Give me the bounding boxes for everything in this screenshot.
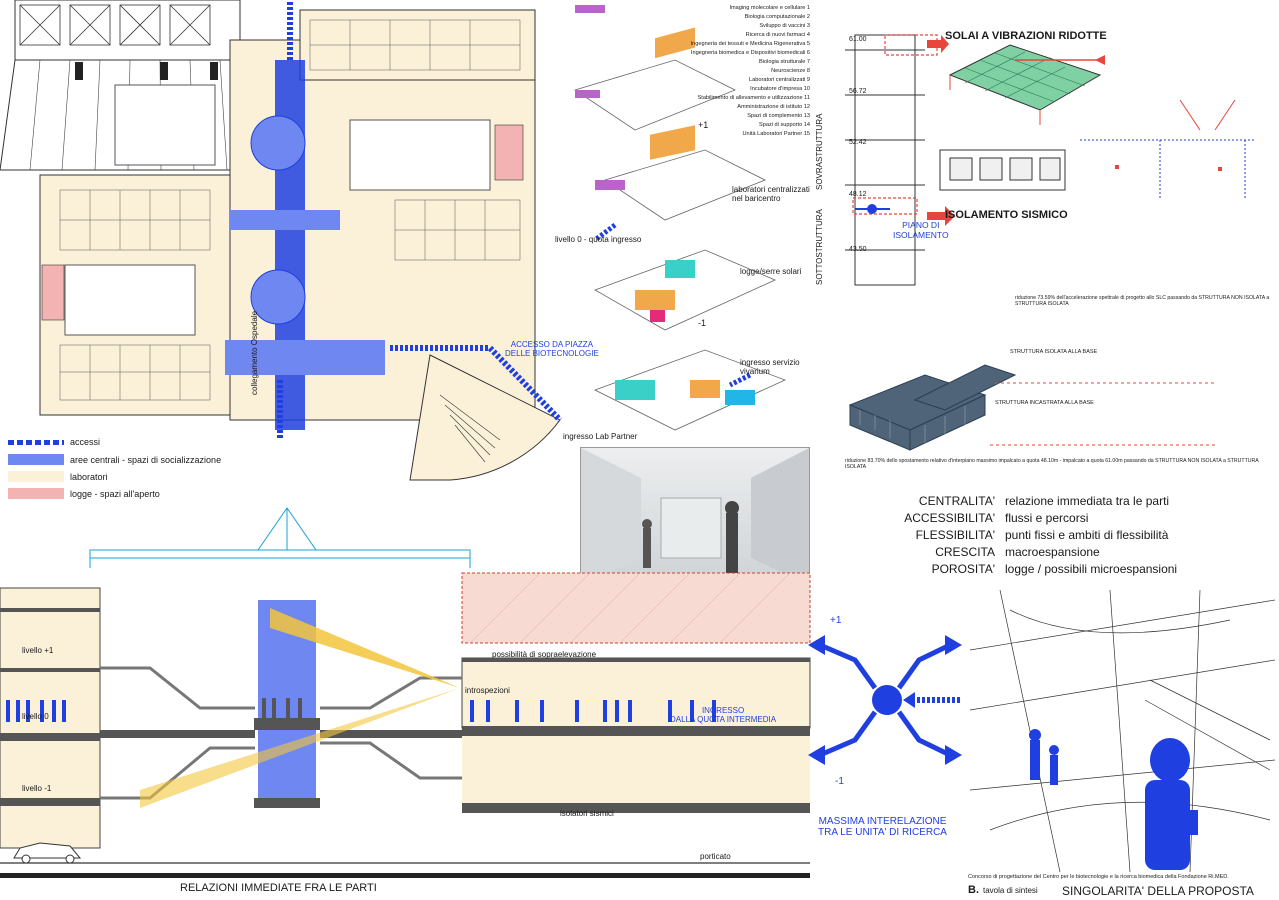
principle-description: macroespansione (1005, 545, 1100, 559)
program-item: Ingegneria biomedica e Dispositivi biome… (690, 50, 810, 56)
axo-lab-partner: ingresso Lab Partner (563, 432, 638, 441)
section-level-label: livello -1 (22, 784, 52, 793)
principle-description: relazione immediata tra le parti (1005, 494, 1170, 508)
seismic-title: ISOLAMENTO SISMICO (945, 209, 1068, 221)
legend-label: laboratori (70, 471, 108, 482)
elevation-mark: 61.00 (849, 36, 867, 43)
reduction-note-2: riduzione 83.70% dello spostamento relat… (845, 458, 1259, 470)
principle-description: punti fissi e ambiti di flessibilità (1005, 528, 1169, 542)
axo-vivarium: ingresso servizio vivarium (740, 358, 800, 376)
principle-description: flussi e percorsi (1005, 511, 1089, 525)
raise-label: possibilità di sopraelevazione (492, 650, 597, 659)
program-item: Biologia strutturale 7 (759, 59, 810, 65)
program-item: Laboratori centralizzati 9 (749, 77, 810, 83)
program-item: Biologia computazionale 2 (744, 14, 810, 20)
elevation-mark: 48.12 (849, 191, 867, 198)
axo-level-minus1: -1 (698, 318, 707, 328)
piazza-access-label: ACCESSO DA PIAZZA DELLE BIOTECNOLOGIE (505, 340, 599, 358)
section-caption: RELAZIONI IMMEDIATE FRA LE PARTI (180, 882, 377, 894)
structure-panel (815, 20, 1275, 490)
base-fixed-label: STRUTTURA INCASTRATA ALLA BASE (995, 400, 1094, 406)
legend-swatch (8, 471, 64, 482)
diagram-caption: MASSIMA INTERELAZIONE TRA LE UNITA' DI R… (818, 816, 947, 838)
legend-label: logge - spazi all'aperto (70, 488, 160, 499)
program-item: Spazi di supporto 14 (759, 122, 810, 128)
axo-level-plus1: +1 (698, 120, 709, 130)
section-level-label: livello +1 (22, 646, 54, 655)
isolation-plane-label: PIANO DI ISOLAMENTO (893, 220, 949, 240)
legend-item-labs: laboratori (8, 471, 108, 482)
program-item: Imaging molecolare e cellulare 1 (729, 5, 810, 11)
principle-keyword: POROSITA' (931, 562, 995, 576)
interior-render (580, 447, 810, 586)
legend-swatch (8, 488, 64, 499)
elevation-mark: 52.42 (849, 139, 867, 146)
slabs-title: SOLAI A VIBRAZIONI RIDOTTE (945, 30, 1107, 42)
legend-swatch (8, 454, 64, 465)
program-item: Ingegneria dei tessuti e Medicina Rigene… (690, 41, 810, 47)
structure-drawing (845, 34, 1255, 451)
principle-keyword: CENTRALITA' (918, 494, 995, 508)
isolators-label: isolatori sismici (560, 809, 614, 818)
program-item: Sviluppo di vaccini 3 (759, 23, 810, 29)
relation-diagram (805, 600, 970, 800)
sheet-title: SINGOLARITA' DELLA PROPOSTA (1062, 884, 1254, 898)
sheet-name: tavola di sintesi (983, 886, 1038, 895)
elevation-mark: 56.72 (849, 88, 867, 95)
building-section (0, 507, 811, 878)
axo-loggias: logge/serre solari (740, 267, 802, 276)
perspective-sketch (970, 590, 1275, 872)
diagram-plus1: +1 (830, 615, 842, 626)
program-item: Unità Laboratori Partner 15 (742, 131, 810, 137)
principle-keyword: CRESCITA (935, 545, 995, 559)
reduction-note-1: riduzione 73.59% dell'accelerazione spet… (1015, 295, 1270, 307)
program-item: Incubatore d'impresa 10 (750, 86, 810, 92)
legend-label: accessi (70, 437, 101, 447)
entrance-label: INGRESSO DALLA QUOTA INTERMEDIA (670, 706, 777, 724)
principle-keyword: FLESSIBILITA' (915, 528, 995, 542)
elevation-mark: 43.50 (849, 246, 867, 253)
relation-diagram-drawing (808, 635, 962, 765)
structure-above-label: SOVRASTRUTTURA (815, 113, 824, 190)
introspection-label: introspezioni (465, 686, 510, 695)
legend-label: aree centrali - spazi di socializzazione (70, 454, 222, 465)
perspective-sketch-drawing (970, 590, 1275, 872)
legend-item-loggias: logge - spazi all'aperto (8, 488, 160, 499)
program-item: Stabilimento di allevamento e utilizzazi… (697, 95, 810, 101)
hospital-link-label: collegamento Ospedale (250, 310, 259, 395)
section-drawing (0, 507, 811, 878)
principle-description: logge / possibili microespansioni (1005, 562, 1178, 576)
floor-plan: collegamento Ospedale ACCESSO DA PIAZZA … (0, 0, 599, 481)
axo-central-labs: laboratori centralizzati nel baricentro (732, 185, 810, 203)
principle-keyword: ACCESSIBILITA' (904, 511, 995, 525)
legend-item-accessi: accessi (8, 437, 100, 447)
structure-below-label: SOTTOSTRUTTURA (815, 209, 824, 285)
section-level-label: livello 0 (22, 712, 49, 721)
sheet-prefix: B. (968, 884, 979, 896)
diagram-minus1: -1 (835, 776, 844, 787)
program-item: Spazi di complemento 13 (747, 113, 810, 119)
axonometric-drawing (574, 5, 787, 431)
floor-plan-drawing (0, 0, 563, 481)
portico-label: porticato (700, 852, 731, 861)
program-item: Amministrazione di istituto 12 (737, 104, 810, 110)
program-item: Ricerca di nuovi farmaci 4 (745, 32, 810, 38)
legend-item-central-areas: aree centrali - spazi di socializzazione (8, 454, 221, 465)
axo-level0: livello 0 - quota ingresso (555, 235, 642, 244)
axonometric-exploded (555, 0, 815, 480)
competition-note: Concorso di progettazione del Centro per… (968, 874, 1229, 880)
interior-render-drawing (581, 448, 809, 585)
program-item: Neuroscienze 8 (771, 68, 810, 74)
legend-swatch (8, 439, 64, 445)
base-isolated-label: STRUTTURA ISOLATA ALLA BASE (1010, 349, 1098, 355)
